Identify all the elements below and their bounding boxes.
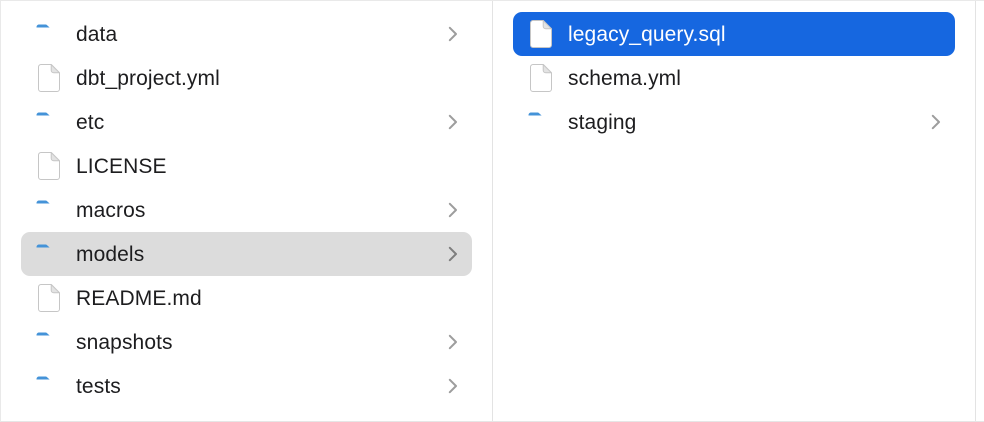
document-icon [35, 63, 63, 93]
chevron-right-icon [931, 114, 941, 130]
folder-icon [35, 327, 63, 357]
row-readme-md[interactable]: README.md [21, 276, 472, 320]
row-etc[interactable]: etc [21, 100, 472, 144]
chevron-right-icon [448, 378, 458, 394]
file-label: macros [76, 198, 146, 222]
folder-icon [35, 195, 63, 225]
file-label: models [76, 242, 145, 266]
document-icon [35, 151, 63, 181]
row-legacy-query-sql[interactable]: legacy_query.sql [513, 12, 955, 56]
file-label: data [76, 22, 118, 46]
row-staging[interactable]: staging [513, 100, 955, 144]
row-macros[interactable]: macros [21, 188, 472, 232]
folder-icon [35, 19, 63, 49]
document-icon [527, 63, 555, 93]
row-models[interactable]: models [21, 232, 472, 276]
column-next-sliver [976, 1, 984, 421]
row-tests[interactable]: tests [21, 364, 472, 408]
row-snapshots[interactable]: snapshots [21, 320, 472, 364]
chevron-right-icon [448, 202, 458, 218]
chevron-right-icon [448, 114, 458, 130]
row-license[interactable]: LICENSE [21, 144, 472, 188]
row-schema-yml[interactable]: schema.yml [513, 56, 955, 100]
row-data[interactable]: data [21, 12, 472, 56]
file-label: staging [568, 110, 637, 134]
chevron-right-icon [448, 26, 458, 42]
file-label: tests [76, 374, 121, 398]
folder-icon [35, 107, 63, 137]
file-label: legacy_query.sql [568, 22, 726, 46]
chevron-right-icon [448, 334, 458, 350]
row-dbt-project-yml[interactable]: dbt_project.yml [21, 56, 472, 100]
file-label: etc [76, 110, 105, 134]
chevron-right-icon [448, 246, 458, 262]
folder-icon [35, 371, 63, 401]
file-label: dbt_project.yml [76, 66, 220, 90]
file-label: README.md [76, 286, 202, 310]
folder-icon [35, 239, 63, 269]
document-icon [35, 283, 63, 313]
document-icon [527, 19, 555, 49]
file-label: snapshots [76, 330, 173, 354]
file-label: LICENSE [76, 154, 167, 178]
column-models-contents: legacy_query.sql schema.yml staging [493, 1, 976, 421]
column-parent: data dbt_project.yml etc LICENSE macros … [1, 1, 493, 421]
file-label: schema.yml [568, 66, 682, 90]
folder-icon [527, 107, 555, 137]
